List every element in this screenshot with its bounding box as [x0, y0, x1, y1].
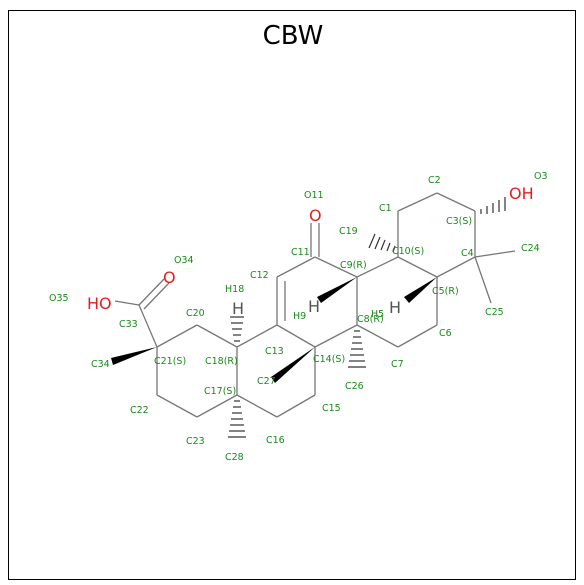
hydrogen-h9: H	[308, 297, 320, 316]
atom-label: C6	[439, 328, 452, 339]
atom-label: C1	[379, 203, 392, 214]
ketone-o: O	[309, 206, 322, 225]
atom-label: C8(R)	[357, 314, 384, 325]
atom-label: C16	[266, 435, 285, 446]
bond	[138, 304, 158, 348]
atom-label: C25	[485, 307, 504, 318]
bond	[236, 394, 278, 418]
hydroxyl-oh: OH	[509, 184, 534, 203]
bond	[436, 256, 476, 278]
atom-label: O35	[49, 293, 69, 304]
bond	[356, 324, 399, 348]
atom-label: C22	[130, 405, 149, 416]
atom-label: C3(S)	[446, 216, 472, 227]
atom-label: C12	[250, 270, 269, 281]
bond	[397, 192, 438, 212]
bond	[138, 278, 165, 306]
atom-label: C9(R)	[340, 260, 367, 271]
bond	[196, 394, 238, 418]
bond	[143, 282, 170, 310]
bond	[276, 256, 316, 278]
carbonyl-o: O	[163, 268, 176, 287]
atom-label: H5	[371, 309, 384, 320]
atom-label: C14(S)	[313, 354, 345, 365]
atom-labels: O3 C2 C1 C3(S) C4 C24 C25 C5(R) C6 C7 C1…	[49, 171, 548, 463]
atom-label: C5(R)	[432, 286, 459, 297]
atom-label: O11	[304, 190, 324, 201]
bond	[314, 324, 358, 348]
molecule-title: CBW	[262, 21, 324, 51]
atom-label: C34	[91, 359, 110, 370]
bonds	[111, 192, 516, 438]
atom-label: C4	[461, 248, 474, 259]
bond	[474, 256, 492, 304]
bond	[156, 394, 198, 418]
atom-label: C24	[521, 243, 540, 254]
atom-label: H18	[225, 284, 244, 295]
hydrogen-h18: H	[232, 299, 244, 318]
molecule-frame: CBW	[8, 10, 576, 580]
bond	[314, 256, 358, 278]
bond	[156, 324, 198, 348]
atom-label: C11	[291, 247, 310, 258]
bond	[474, 250, 516, 258]
atom-label: C26	[345, 381, 364, 392]
atom-label: C17(S)	[204, 386, 236, 397]
bond	[114, 300, 140, 306]
carboxyl-ho: HO	[87, 294, 112, 313]
bond	[397, 324, 438, 348]
atom-label: C28	[225, 452, 244, 463]
atom-label: C10(S)	[392, 246, 424, 257]
atom-label: O34	[174, 255, 194, 266]
bond	[276, 394, 316, 418]
atom-label: C15	[322, 403, 341, 414]
bond	[436, 192, 476, 212]
bond	[276, 324, 316, 348]
molecule-structure: OH O O HO H H H O3 C2 C1 C3(S) C4 C24 C2…	[49, 171, 548, 463]
atom-label: H9	[293, 311, 306, 322]
bond	[356, 256, 399, 278]
atom-label: C2	[428, 175, 441, 186]
bond	[236, 324, 278, 348]
bond	[397, 256, 438, 278]
atom-label: C23	[186, 436, 205, 447]
atom-label: C19	[339, 226, 358, 237]
atom-label: O3	[534, 171, 548, 182]
atom-label: C13	[265, 346, 284, 357]
hydrogen-h5: H	[389, 298, 401, 317]
atom-label: C27	[257, 376, 276, 387]
bond	[196, 324, 238, 348]
atom-label: C33	[119, 319, 138, 330]
atom-label: C7	[391, 359, 404, 370]
atom-label: C20	[186, 308, 205, 319]
atom-label: C18(R)	[205, 356, 238, 367]
atom-label: C21(S)	[154, 356, 186, 367]
